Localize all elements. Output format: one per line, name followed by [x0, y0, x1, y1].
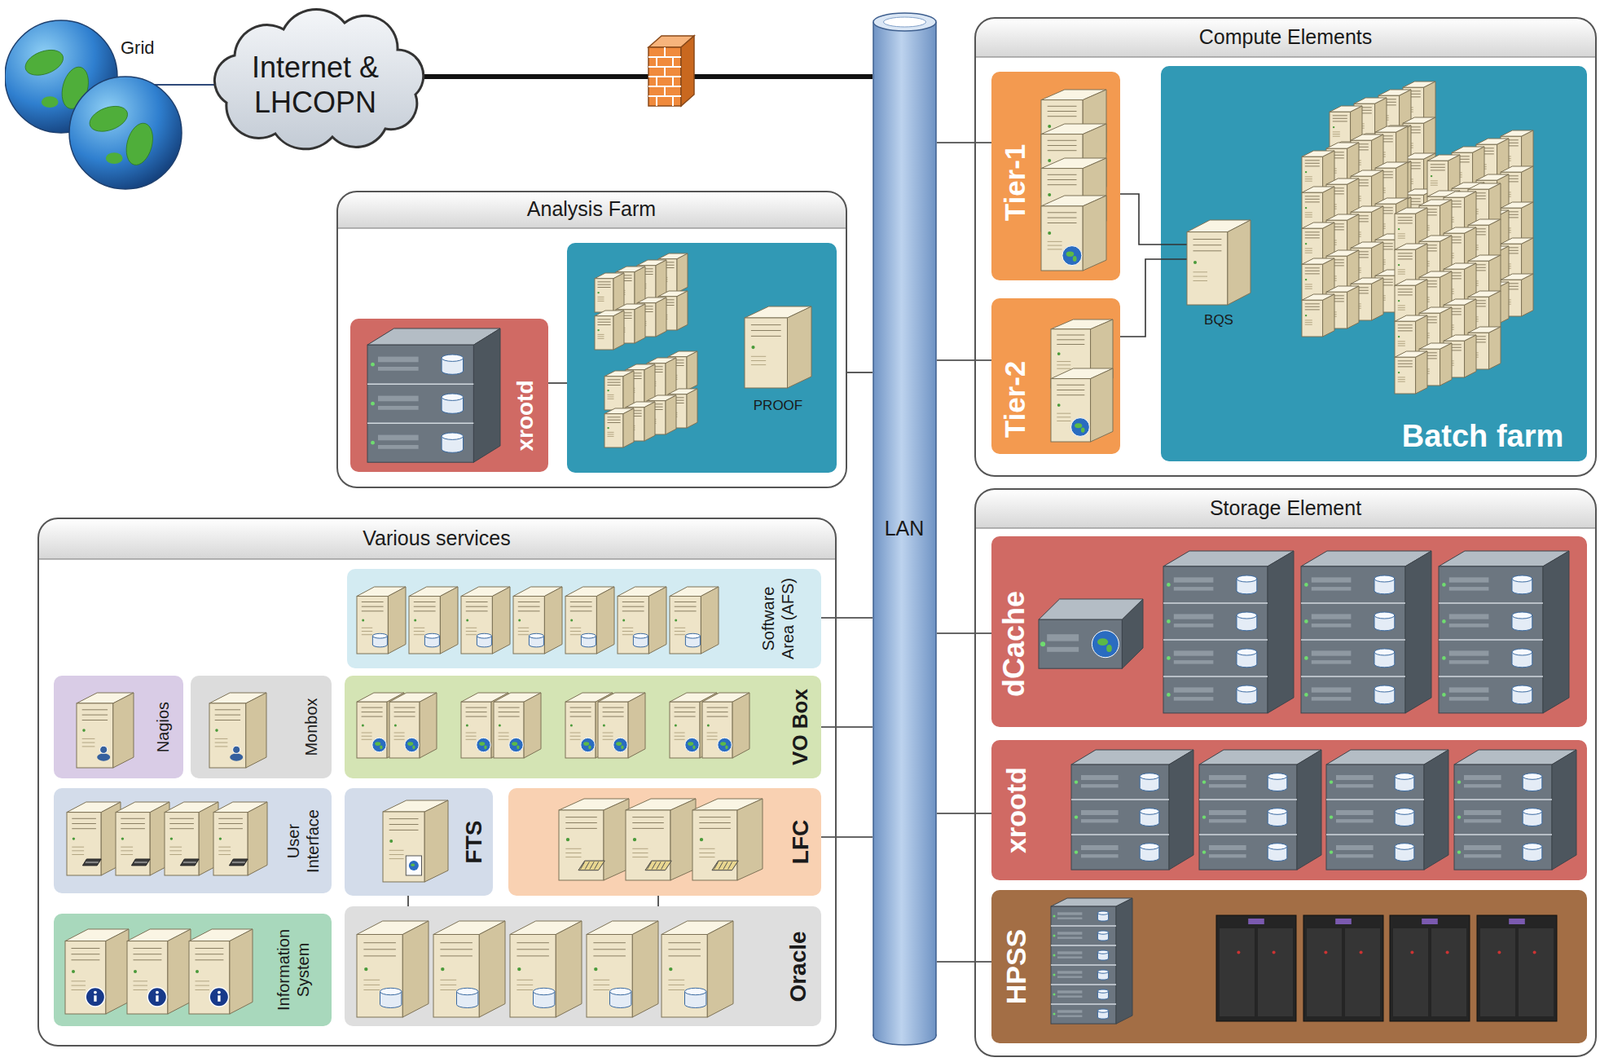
service-box: Tier-2: [991, 298, 1121, 454]
service-box: Information System: [53, 913, 332, 1026]
connector: [187, 83, 203, 86]
node-label: Tier-1: [997, 144, 1033, 222]
service-box: User Interface: [53, 787, 332, 893]
node-label: LFC: [786, 819, 815, 864]
node-label: User Interface: [283, 795, 323, 886]
service-box: Monbox: [190, 675, 332, 779]
node-label: VO Box: [787, 688, 814, 765]
service-box: xrootd: [350, 318, 549, 472]
connector: [936, 960, 992, 963]
service-box: xrootd: [991, 739, 1587, 880]
node-art: [991, 536, 1587, 727]
connector: [847, 371, 873, 374]
node-label: xrootd: [511, 379, 540, 451]
node-label: LAN: [884, 515, 925, 541]
group-panel: Various servicesSoftware Area (AFS) Nagio…: [37, 517, 837, 1047]
connector: [1120, 259, 1161, 337]
service-box: FTS: [344, 787, 493, 896]
connector: [936, 812, 992, 814]
cluster-box: PROOF: [567, 242, 837, 473]
node-label: Tier-2: [997, 360, 1033, 439]
node-label: Software Area (AFS): [758, 574, 798, 663]
node-label: Storage Element: [1209, 495, 1362, 520]
connector: [936, 359, 992, 361]
node-label: Compute Elements: [1199, 24, 1373, 49]
node-art: [991, 739, 1587, 880]
node-art: [344, 675, 822, 779]
connector: [548, 382, 568, 384]
connector: [407, 895, 409, 906]
node-label: xrootd: [999, 766, 1033, 853]
group-panel: Storage Element dCache xrootdHPSS: [974, 487, 1597, 1057]
service-box: dCache: [991, 536, 1587, 727]
service-box: VO Box: [344, 675, 822, 779]
connector: [936, 632, 992, 634]
group-panel: Analysis Farm xrootd PROOF: [336, 190, 848, 488]
node-label: Various services: [362, 525, 511, 550]
connector: [1120, 193, 1161, 245]
node-label: BQS: [1204, 312, 1234, 329]
node-label: PROOF: [753, 397, 803, 414]
group-panel: Compute ElementsTier-1Tier-2Batch farm BQ…: [974, 17, 1597, 477]
connector: [657, 895, 660, 906]
service-box: Software Area (AFS): [347, 568, 822, 669]
node-label: Grid: [120, 37, 155, 59]
lan-backbone: LAN: [872, 12, 937, 1047]
node-label: HPSS: [999, 928, 1033, 1005]
node-label: Nagios: [153, 701, 173, 752]
node-label: Batch farm: [1402, 417, 1565, 456]
connector: [936, 141, 992, 144]
service-box: LFC: [508, 787, 822, 896]
node-art: [567, 242, 837, 473]
node-art: [347, 568, 822, 669]
node-art: [4, 17, 188, 191]
node-art: [508, 787, 822, 896]
connector: [821, 725, 873, 728]
globe-group: Grid: [4, 17, 188, 191]
node-label: Internet & LHCOPN: [229, 49, 401, 120]
connector: [821, 616, 873, 619]
node-label: Monbox: [301, 697, 321, 756]
server-node: BQS: [1160, 215, 1255, 335]
service-box: HPSS: [991, 889, 1587, 1043]
service-box: Nagios: [53, 675, 184, 779]
node-label: FTS: [460, 820, 488, 864]
node-label: Analysis Farm: [527, 196, 656, 221]
connector: [821, 835, 873, 838]
node-art: [991, 889, 1587, 1043]
service-box: Tier-1: [991, 71, 1121, 281]
node-label: dCache: [996, 590, 1032, 697]
cluster-box: Batch farm BQS: [1160, 65, 1587, 462]
network-cloud: Internet & LHCOPN: [202, 4, 429, 154]
node-art: [344, 905, 822, 1026]
service-box: Oracle: [344, 905, 822, 1026]
node-label: Oracle: [784, 930, 813, 1002]
node-label: Information System: [273, 921, 313, 1018]
